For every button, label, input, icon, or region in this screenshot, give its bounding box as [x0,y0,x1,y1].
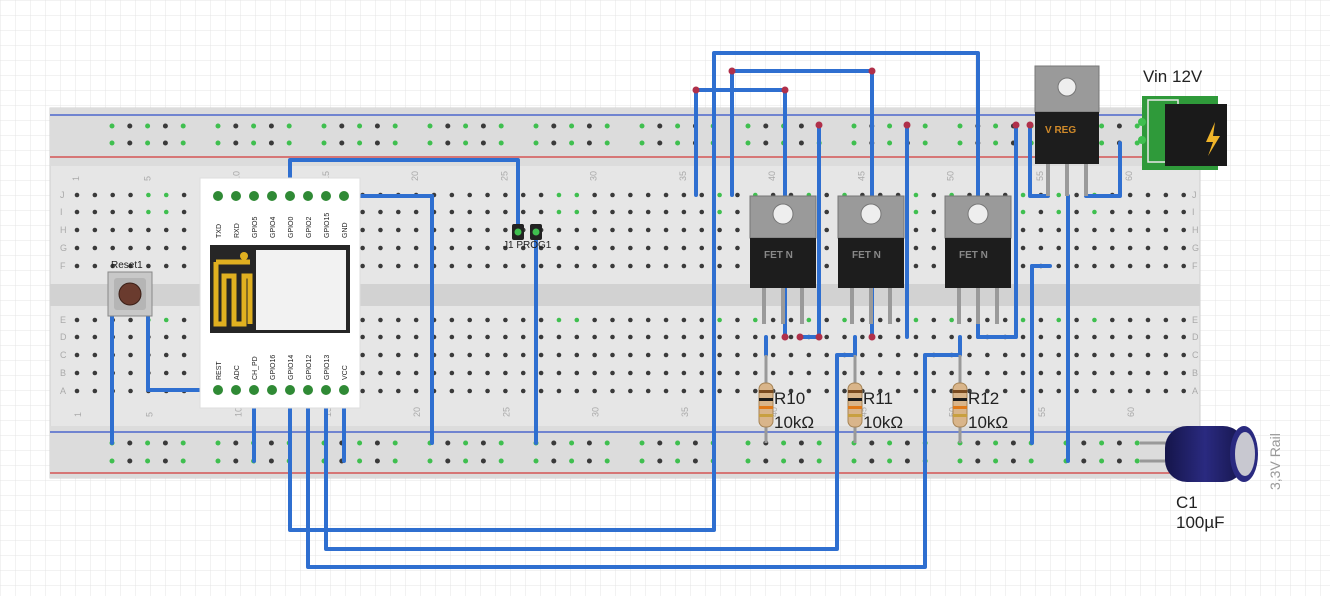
svg-text:ADC: ADC [234,365,241,380]
resistor-value: 10kΩ [774,413,814,432]
svg-text:GPIO2: GPIO2 [306,216,313,238]
reset-button[interactable]: Reset1 [107,260,153,317]
svg-text:55: 55 [1037,407,1047,417]
svg-text:30: 30 [589,171,599,181]
svg-text:F: F [60,261,66,271]
svg-text:GPIO4: GPIO4 [270,216,277,238]
svg-text:5: 5 [144,412,154,417]
resistor-value: 10kΩ [968,413,1008,432]
svg-text:40: 40 [769,407,779,417]
svg-text:REST: REST [216,361,223,380]
prog-header[interactable]: J1 PROG1 [503,224,552,251]
bottom-power-rail [50,426,1200,478]
svg-text:CH_PD: CH_PD [252,356,259,380]
svg-text:H: H [1192,225,1199,235]
svg-text:C: C [1192,350,1199,360]
capacitor-value: 100µF [1176,513,1225,532]
prog-header-label: J1 PROG1 [503,240,552,251]
svg-text:I: I [1192,207,1195,217]
svg-text:GPIO15: GPIO15 [324,213,331,238]
mosfet-3: FET N [944,195,1012,324]
mosfets: FET N FET N FET N [749,195,1012,324]
voltage-regulator: V REG [1034,65,1100,196]
svg-text:25: 25 [501,407,511,417]
svg-text:GPIO5: GPIO5 [252,216,259,238]
svg-text:E: E [60,315,66,325]
rail-label: 3,3V Rail [1267,433,1283,490]
resistor-value: 10kΩ [863,413,903,432]
svg-text:60: 60 [1124,171,1134,181]
svg-text:RXD: RXD [234,223,241,238]
svg-text:D: D [1192,332,1199,342]
svg-text:10: 10 [232,171,242,181]
svg-text:20: 20 [410,171,420,181]
svg-text:35: 35 [678,171,688,181]
esp-pins: TXD RXD GPIO5 GPIO4 GPIO0 GPIO2 GPIO15 GND REST A… [213,191,349,395]
svg-text:10: 10 [234,407,244,417]
svg-text:H: H [60,225,67,235]
svg-text:1: 1 [73,412,83,417]
svg-text:GPIO16: GPIO16 [270,355,277,380]
antenna-icon [213,259,253,327]
svg-text:40: 40 [767,171,777,181]
svg-text:E: E [1192,315,1198,325]
breadboard: 1155101015152020252530303535404045455050… [49,107,1201,479]
esp8266-module: TXD RXD GPIO5 GPIO4 GPIO0 GPIO2 GPIO15 GND REST A… [199,177,361,409]
resistor-r11: R11 10kΩ [847,355,903,443]
svg-text:15: 15 [321,171,331,181]
dc-power-jack[interactable]: Vin 12V [1138,67,1227,170]
capacitor: C1 100µF [1140,426,1258,532]
wires [110,51,1122,569]
resistor-name: R10 [774,389,805,408]
svg-text:VCC: VCC [342,365,349,380]
svg-text:GPIO14: GPIO14 [288,355,295,380]
resistor-r12: R12 10kΩ [952,355,1008,443]
svg-text:GPIO13: GPIO13 [324,355,331,380]
vin-label: Vin 12V [1143,67,1203,86]
svg-text:20: 20 [412,407,422,417]
svg-text:45: 45 [858,407,868,417]
svg-text:30: 30 [591,407,601,417]
resistor-name: R12 [968,389,999,408]
svg-text:J: J [60,190,65,200]
svg-text:55: 55 [1035,171,1045,181]
vreg-label: V REG [1045,125,1076,136]
svg-text:G: G [1192,243,1199,253]
svg-text:GPIO0: GPIO0 [288,216,295,238]
mosfet-2: FET N [837,195,905,324]
svg-text:GPIO12: GPIO12 [306,355,313,380]
svg-text:J: J [1192,190,1197,200]
svg-text:G: G [60,243,67,253]
resistor-name: R11 [863,389,893,408]
svg-text:C: C [60,350,67,360]
resistor-r10: R10 10kΩ [758,355,814,443]
svg-text:1: 1 [71,176,81,181]
top-power-rail [50,108,1200,166]
svg-text:TXD: TXD [216,224,223,238]
power-bolt-icon [1206,122,1220,156]
svg-text:50: 50 [946,171,956,181]
svg-text:A: A [60,386,66,396]
svg-text:F: F [1192,261,1198,271]
svg-text:A: A [1192,386,1198,396]
svg-text:60: 60 [1126,407,1136,417]
reset-label: Reset1 [111,260,143,271]
mosfet-label: FET N [764,250,793,261]
svg-text:B: B [1192,368,1198,378]
svg-text:35: 35 [680,407,690,417]
svg-text:GND: GND [342,222,349,238]
mosfet-label: FET N [959,250,988,261]
resistors: R10 10kΩ R11 10kΩ R12 10kΩ [758,355,1008,443]
svg-text:25: 25 [499,171,509,181]
svg-text:45: 45 [856,171,866,181]
capacitor-name: C1 [1176,493,1198,512]
svg-text:5: 5 [142,176,152,181]
svg-text:I: I [60,207,63,217]
svg-text:D: D [60,332,67,342]
mosfet-1: FET N [749,195,817,324]
mosfet-label: FET N [852,250,881,261]
svg-text:B: B [60,368,66,378]
